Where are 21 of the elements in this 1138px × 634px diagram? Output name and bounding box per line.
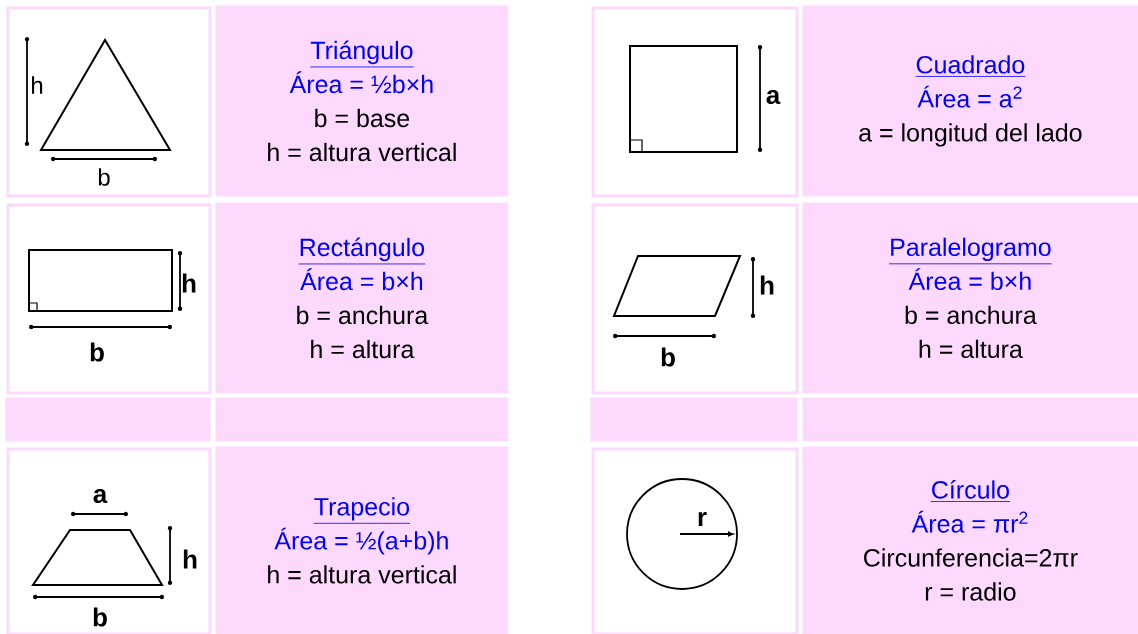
formula-card: Rectángulo Área = b×h b = anchura h = altura [215,202,509,394]
empty-cell [5,397,211,442]
dimension-label: b [98,168,110,186]
dimension-label: b [90,342,104,362]
dimension-label: h [32,76,43,94]
formula-card: Paralelogramo Área = b×h b = anchura h = altura [802,202,1138,394]
empty-cell [802,397,1138,442]
formula-card: Triángulo Área = ½b×h b = base h = altura vertical [215,5,509,197]
empty-cell [215,397,509,442]
dimension-label: a [766,89,781,105]
formula-card: Cuadrado Área = a$^{2}$ a = longitud del lado [802,5,1138,197]
dimension-label: r [698,512,707,526]
dimension-label: h [182,273,196,293]
formula-card: Trapecio Área = ½(a+b)h h = altura vertical [215,446,509,634]
dimension-label: a [93,488,108,504]
dimension-label: b [93,607,107,627]
formula-card: Círculo Área = πr$^{2}$ Circunferencia=2πr r = radio [802,446,1138,634]
empty-cell [590,397,798,442]
dimension-label: h [183,549,197,569]
dimension-label: b [661,347,675,367]
dimension-label: h [760,275,774,295]
